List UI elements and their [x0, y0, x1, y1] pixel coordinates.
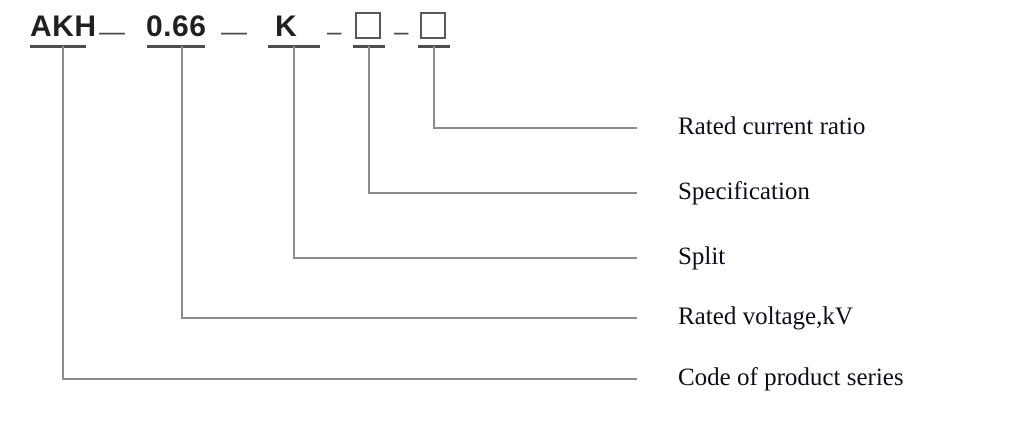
leader-vertical-rated-voltage	[181, 46, 183, 319]
leader-vertical-current-ratio	[433, 46, 435, 129]
code-separator-4: –	[394, 16, 409, 46]
underbar-series	[30, 45, 86, 48]
leader-horizontal-split	[293, 257, 637, 259]
code-token-rated-voltage: 0.66	[146, 10, 207, 43]
caption-specification: Specification	[678, 178, 810, 205]
underbar-rated-voltage	[147, 45, 205, 48]
code-separator-3: –	[327, 16, 342, 46]
leader-horizontal-series	[62, 378, 637, 380]
code-placeholder-box-specification	[355, 12, 381, 39]
code-string-row: AKH — 0.66 — K – –	[0, 0, 1032, 60]
leader-vertical-specification	[368, 46, 370, 194]
code-separator-1: —	[99, 16, 125, 46]
code-token-split: K	[275, 10, 298, 43]
caption-split: Split	[678, 243, 726, 270]
caption-rated-current-ratio: Rated current ratio	[678, 113, 866, 140]
caption-rated-voltage: Rated voltage,kV	[678, 303, 853, 330]
leader-horizontal-current-ratio	[433, 127, 637, 129]
code-placeholder-box-current-ratio	[420, 12, 446, 39]
code-separator-2: —	[221, 16, 247, 46]
leader-horizontal-rated-voltage	[181, 317, 637, 319]
code-token-series: AKH	[30, 10, 97, 43]
caption-code-of-product-series: Code of product series	[678, 364, 904, 391]
leader-horizontal-specification	[368, 192, 637, 194]
leader-vertical-split	[293, 46, 295, 259]
leader-vertical-series	[62, 46, 64, 380]
